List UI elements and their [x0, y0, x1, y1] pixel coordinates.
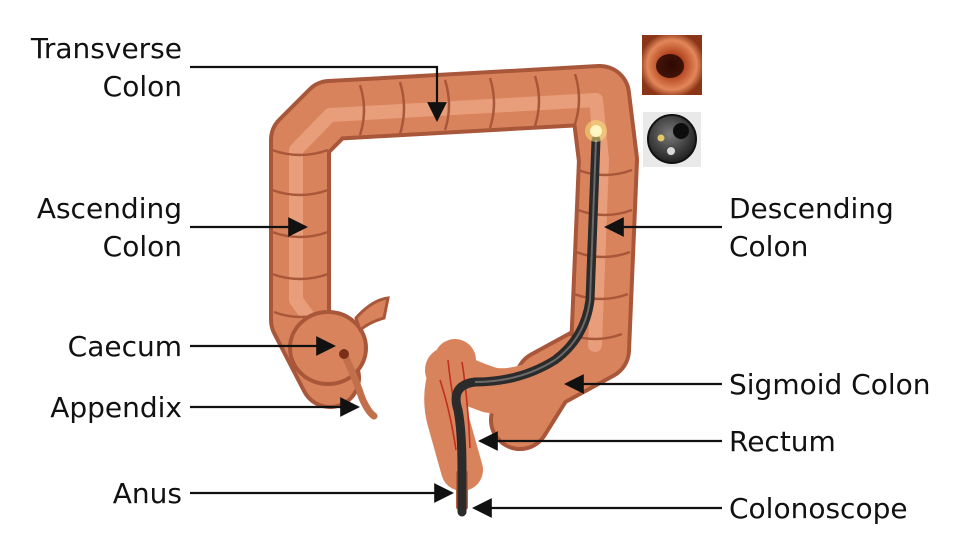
label-anus: Anus [113, 475, 182, 513]
label-descending-line1: Descending [729, 190, 894, 228]
label-appendix: Appendix [50, 389, 182, 427]
colon [272, 74, 632, 510]
label-transverse-colon: Transverse Colon [31, 30, 182, 106]
label-descending-colon: Descending Colon [729, 190, 894, 266]
appendix-opening [339, 349, 349, 359]
ileum-stub [356, 298, 388, 330]
colonoscope-light [590, 125, 602, 137]
label-ascending-line2: Colon [37, 228, 182, 266]
endoscopic-view-image [642, 35, 702, 95]
label-transverse-line2: Colon [31, 68, 182, 106]
label-ascending-colon: Ascending Colon [37, 190, 182, 266]
label-transverse-line1: Transverse [31, 30, 182, 68]
label-colonoscope: Colonoscope [729, 490, 908, 528]
label-caecum: Caecum [68, 328, 182, 366]
label-ascending-line1: Ascending [37, 190, 182, 228]
scope-tip-image [643, 112, 701, 167]
label-rectum: Rectum [729, 423, 836, 461]
label-descending-line2: Colon [729, 228, 894, 266]
label-sigmoid-colon: Sigmoid Colon [729, 366, 931, 404]
